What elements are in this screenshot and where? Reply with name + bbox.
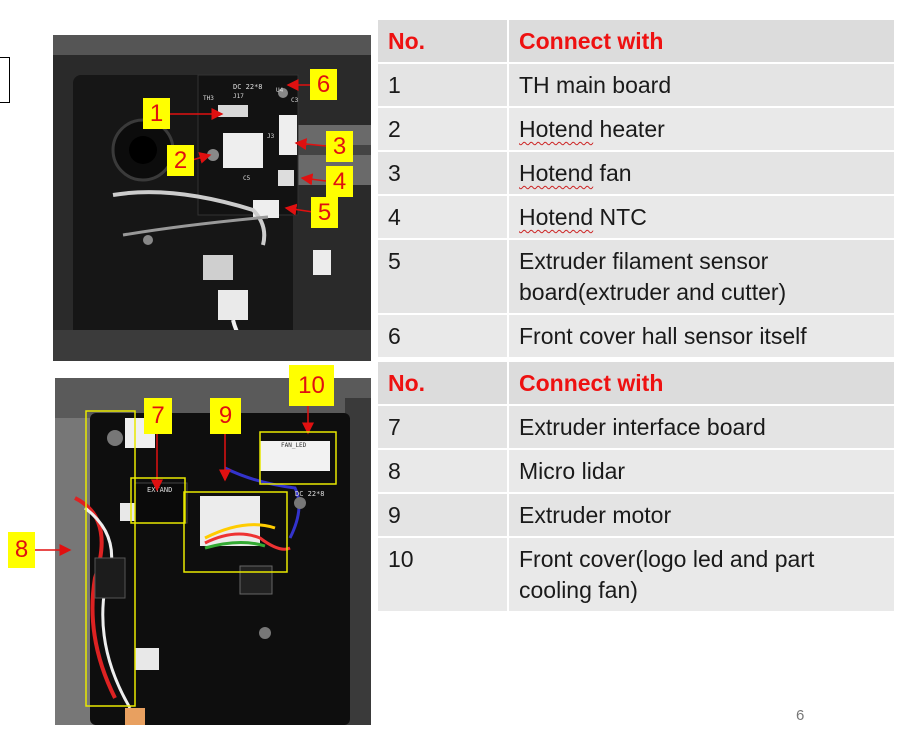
callout-10: 10	[289, 365, 334, 406]
row-connect: TH main board	[509, 64, 896, 108]
callout-8: 8	[8, 532, 35, 568]
row-connect: Hotend heater	[509, 108, 896, 152]
row-no: 4	[378, 196, 509, 240]
board-silk-bottom-2: FAN_LED	[281, 442, 307, 449]
board-silk-top-7: C5	[243, 175, 251, 182]
arrow-2	[191, 152, 212, 164]
board-silk-top-6: C3	[291, 97, 299, 104]
table-row: 9 Extruder motor	[378, 494, 896, 538]
hotend-board-illustration	[53, 35, 371, 361]
board-silk-top-1: DC 22*8	[233, 83, 263, 91]
spellcheck-word: Hotend	[519, 204, 594, 230]
board-silk-bottom-3: DC 22*8	[295, 490, 325, 498]
table-row: 5 Extruder filament sensor board(extrude…	[378, 240, 896, 315]
table-row: 7 Extruder interface board	[378, 406, 896, 450]
table-row: 4 Hotend NTC	[378, 196, 896, 240]
table-row: 2 Hotend heater	[378, 108, 896, 152]
board-silk-top-4: J3	[267, 133, 275, 140]
callout-7: 7	[144, 398, 172, 434]
callout-6: 6	[310, 69, 337, 100]
row-no: 10	[378, 538, 509, 613]
table-row: 3 Hotend fan	[378, 152, 896, 196]
header-no: No.	[378, 362, 509, 406]
arrow-5	[284, 203, 314, 216]
callout-2: 2	[167, 145, 194, 176]
row-connect: Hotend fan	[509, 152, 896, 196]
table-header-row: No. Connect with	[378, 362, 896, 406]
connector-table-bottom: No. Connect with 7 Extruder interface bo…	[378, 362, 896, 613]
board-silk-top-5: U4	[276, 87, 284, 94]
row-connect: Extruder interface board	[509, 406, 896, 450]
callout-4: 4	[326, 166, 353, 197]
table-row: 10 Front cover(logo led and part cooling…	[378, 538, 896, 613]
row-no: 1	[378, 64, 509, 108]
hotend-board-photo: DC 22*8 J17 TH3 J3 U4 C3 C5	[53, 35, 371, 361]
arrow-4	[300, 173, 327, 186]
row-connect: Micro lidar	[509, 450, 896, 494]
row-no: 7	[378, 406, 509, 450]
frame-9	[183, 491, 288, 573]
header-connect-with: Connect with	[509, 362, 896, 406]
table-row: 1 TH main board	[378, 64, 896, 108]
row-connect: Front cover(logo led and part cooling fa…	[509, 538, 896, 613]
row-no: 5	[378, 240, 509, 315]
frame-10	[259, 431, 337, 485]
row-connect: Extruder filament sensor board(extruder …	[509, 240, 896, 315]
callout-3: 3	[326, 131, 353, 162]
row-no: 6	[378, 315, 509, 359]
row-no: 8	[378, 450, 509, 494]
row-connect: Front cover hall sensor itself	[509, 315, 896, 359]
spellcheck-word: Hotend	[519, 160, 594, 186]
board-silk-top-3: TH3	[203, 95, 214, 102]
row-no: 3	[378, 152, 509, 196]
callout-5: 5	[311, 197, 338, 228]
board-silk-top-2: J17	[233, 93, 244, 100]
frame-8	[85, 410, 136, 707]
table-row: 6 Front cover hall sensor itself	[378, 315, 896, 359]
connector-table-top: No. Connect with 1 TH main board 2 Hoten…	[378, 20, 896, 359]
spellcheck-word: Hotend	[519, 116, 594, 142]
row-connect: Extruder motor	[509, 494, 896, 538]
header-connect-with: Connect with	[509, 20, 896, 64]
callout-9: 9	[210, 398, 241, 434]
table-row: 8 Micro lidar	[378, 450, 896, 494]
page-number: 6	[796, 707, 805, 724]
row-no: 9	[378, 494, 509, 538]
slide-edge-box	[0, 57, 10, 103]
table-header-row: No. Connect with	[378, 20, 896, 64]
frame-7	[130, 477, 186, 524]
header-no: No.	[378, 20, 509, 64]
callout-1: 1	[143, 98, 170, 129]
row-no: 2	[378, 108, 509, 152]
row-connect: Hotend NTC	[509, 196, 896, 240]
arrow-3	[294, 138, 327, 151]
